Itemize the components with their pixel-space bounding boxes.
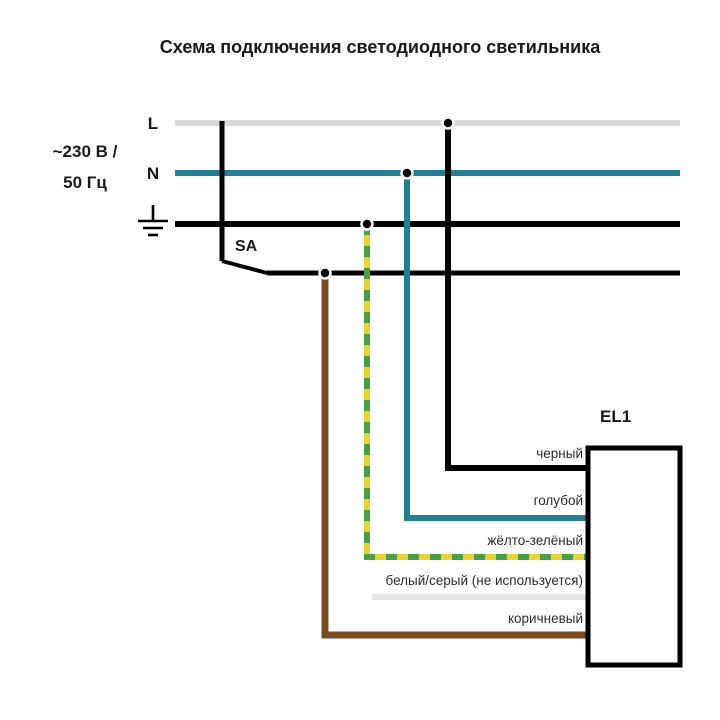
diagram-title: Схема подключения светодиодного светильн… [160, 37, 601, 57]
junction-dot-pe [360, 217, 374, 231]
switch-symbol [219, 121, 680, 276]
bus-label-l: L [148, 114, 158, 133]
junction-dot-n [400, 166, 414, 180]
bus-label-n: N [147, 164, 159, 183]
wire-label-white-gray: белый/серый (не используется) [386, 573, 584, 588]
wire-blue [404, 173, 592, 521]
wire-label-black: черный [536, 446, 583, 461]
wire-brown [321, 273, 592, 639]
switch-label: SA [235, 238, 258, 255]
junction-dot-switched [318, 266, 332, 280]
supply-voltage-label-line2: 50 Гц [63, 173, 107, 192]
supply-voltage-label-line1: ~230 В / [53, 142, 118, 161]
ground-symbol [138, 205, 168, 237]
wire-yellow-green-dashes [364, 224, 592, 560]
wire-label-brown: коричневый [508, 611, 583, 626]
wire-label-yellow-green: жёлто-зелёный [487, 533, 583, 548]
luminaire-box [585, 445, 683, 668]
junction-dot-l [441, 116, 455, 130]
wire-label-blue: голубой [534, 493, 583, 508]
switch-blade [221, 259, 268, 275]
wire-black [445, 123, 592, 471]
luminaire-label: EL1 [600, 407, 631, 426]
